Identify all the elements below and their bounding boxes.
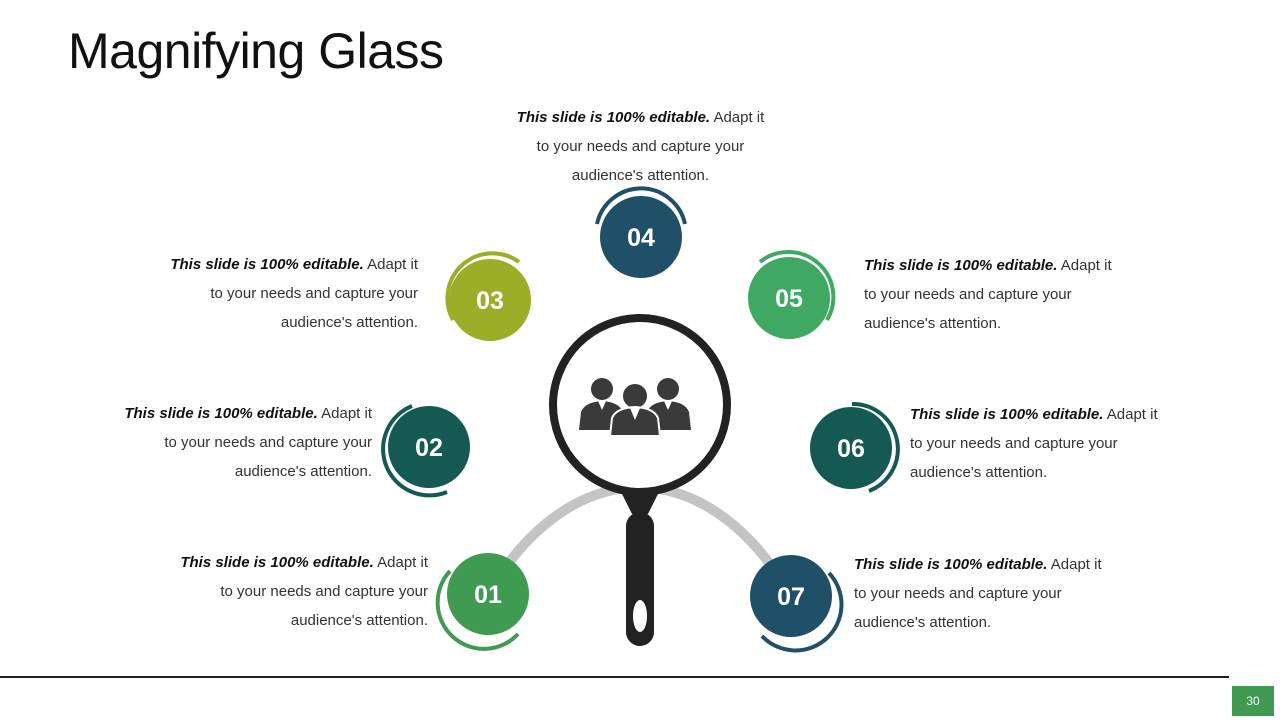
page-number-badge: 30 (1232, 686, 1274, 716)
node-06-body-1: Adapt it (1106, 406, 1158, 423)
node-01-text: This slide is 100% editable. Adapt it to… (153, 548, 428, 635)
node-06-circle (810, 407, 892, 489)
node-04-accent-arc (595, 186, 687, 225)
node-04-label: 04 (627, 224, 655, 252)
node-05: 05 (748, 249, 836, 339)
node-02-circle (388, 406, 470, 488)
node-03-body-1: Adapt it (367, 256, 418, 273)
node-02-accent-arc (381, 404, 448, 498)
node-02-lead: This slide is 100% editable. (124, 405, 318, 422)
node-03-body-2: to your needs and capture your (210, 285, 418, 302)
node-05-body-3: audience's attention. (864, 315, 1002, 332)
node-07-accent-arc (760, 571, 844, 653)
node-07-label: 07 (777, 583, 805, 611)
node-05-accent-arc (758, 249, 836, 322)
node-07-body-1: Adapt it (1050, 556, 1102, 573)
node-06-body-2: to your needs and capture your (910, 435, 1118, 452)
node-03-text: This slide is 100% editable. Adapt it to… (143, 250, 418, 337)
node-07-circle (750, 555, 832, 637)
node-01-body-1: Adapt it (377, 554, 428, 571)
node-04-circle (600, 196, 682, 278)
node-06: 06 (810, 401, 900, 493)
node-03-label: 03 (476, 287, 504, 315)
node-02-body-1: Adapt it (321, 405, 372, 422)
node-04-text: This slide is 100% editable. Adapt it to… (503, 103, 778, 190)
node-06-label: 06 (837, 435, 865, 463)
node-03-circle (449, 259, 531, 341)
node-06-lead: This slide is 100% editable. (910, 406, 1104, 423)
node-04-body-1: Adapt it (713, 109, 765, 126)
node-06-accent-arc (851, 401, 900, 493)
slide-title: Magnifying Glass (68, 23, 444, 79)
node-05-label: 05 (775, 285, 803, 313)
node-06-body-3: audience's attention. (910, 464, 1048, 481)
node-02-text: This slide is 100% editable. Adapt it to… (97, 399, 372, 486)
node-01-label: 01 (474, 581, 502, 609)
node-07: 07 (750, 555, 844, 653)
node-07-lead: This slide is 100% editable. (854, 556, 1048, 573)
node-03-lead: This slide is 100% editable. (170, 256, 364, 273)
node-03: 03 (445, 251, 531, 341)
node-03-body-3: audience's attention. (280, 314, 418, 331)
node-07-text: This slide is 100% editable. Adapt it to… (854, 550, 1129, 637)
magnifier-icon (549, 314, 731, 646)
footer-divider (0, 676, 1229, 678)
node-05-lead: This slide is 100% editable. (864, 257, 1058, 274)
node-03-accent-arc (445, 251, 521, 321)
node-07-body-3: audience's attention. (854, 614, 992, 631)
node-04-body-2: to your needs and capture your (536, 138, 745, 155)
node-01-body-3: audience's attention. (290, 612, 428, 629)
node-02-body-2: to your needs and capture your (164, 434, 372, 451)
node-05-circle (748, 257, 830, 339)
node-01-circle (447, 553, 529, 635)
people-group-icon (579, 378, 691, 437)
node-01-accent-arc (435, 569, 520, 651)
node-01-lead: This slide is 100% editable. (180, 554, 374, 571)
node-04: 04 (595, 186, 687, 278)
node-02: 02 (381, 404, 470, 498)
node-05-body-1: Adapt it (1060, 257, 1112, 274)
node-02-label: 02 (415, 434, 443, 462)
node-04-lead: This slide is 100% editable. (516, 109, 711, 126)
node-01-body-2: to your needs and capture your (220, 583, 428, 600)
node-02-body-3: audience's attention. (234, 463, 372, 480)
node-01: 01 (435, 553, 529, 651)
node-05-body-2: to your needs and capture your (864, 286, 1072, 303)
node-07-body-2: to your needs and capture your (854, 585, 1062, 602)
node-04-body-3: audience's attention. (571, 167, 710, 184)
node-05-text: This slide is 100% editable. Adapt it to… (864, 251, 1139, 338)
node-06-text: This slide is 100% editable. Adapt it to… (910, 400, 1185, 487)
